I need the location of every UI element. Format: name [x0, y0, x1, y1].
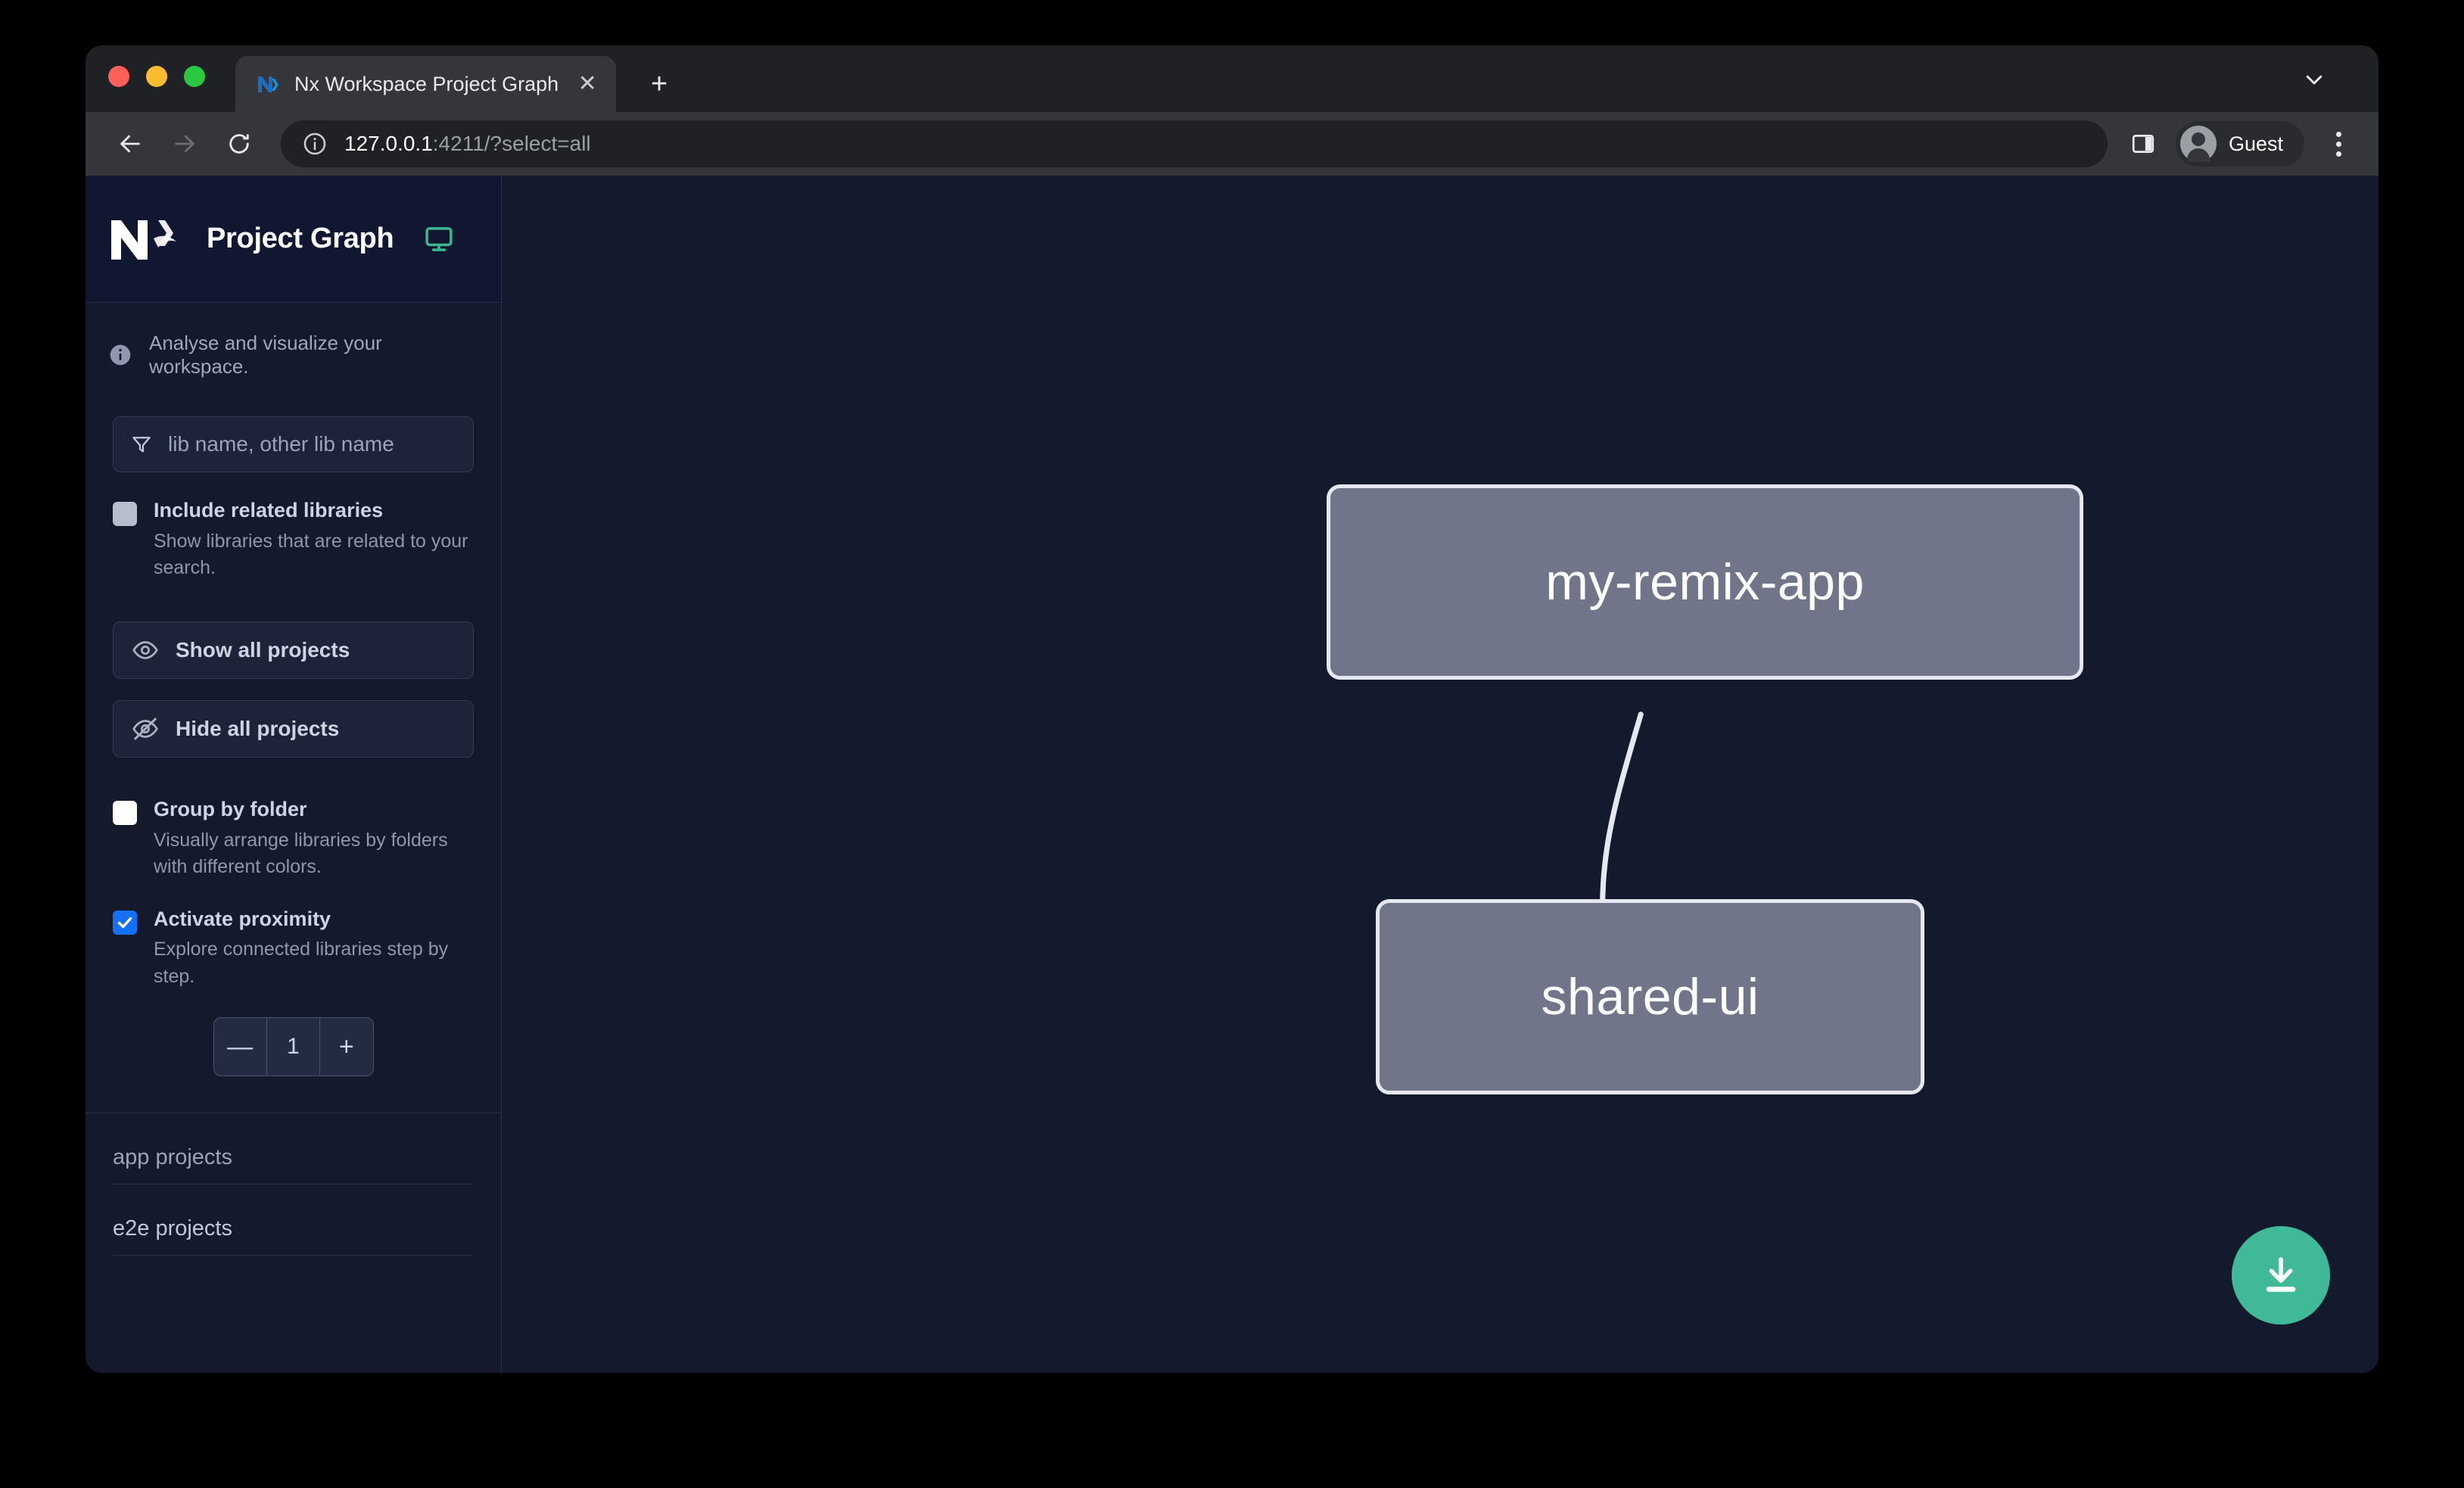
url-host: 127.0.0.1	[344, 132, 433, 155]
arrow-right-icon[interactable]	[161, 120, 208, 167]
hide-all-projects-button[interactable]: Hide all projects	[113, 699, 474, 758]
side-panel-icon[interactable]	[2130, 131, 2156, 157]
eye-icon	[132, 640, 158, 659]
search-input[interactable]	[168, 432, 456, 456]
graph-node-label: shared-ui	[1541, 968, 1759, 1026]
chevron-down-icon[interactable]	[2303, 68, 2326, 95]
nx-project-graph-app: Project Graph	[86, 176, 2378, 1373]
tab-strip: Nx Workspace Project Graph ✕ +	[86, 45, 2378, 112]
arrow-left-icon[interactable]	[107, 120, 154, 167]
show-all-projects-button[interactable]: Show all projects	[113, 621, 474, 679]
tab-title: Nx Workspace Project Graph	[294, 72, 559, 95]
url-path: :4211/?select=all	[432, 132, 591, 155]
group-by-folder-checkbox[interactable]	[113, 800, 137, 825]
option-description: Visually arrange libraries by folders wi…	[154, 829, 448, 878]
browser-window: Nx Workspace Project Graph ✕ +	[86, 45, 2378, 1373]
profile-name: Guest	[2228, 132, 2283, 155]
sidebar-content: Analyse and visualize your workspace. In…	[86, 303, 501, 1373]
graph-node-my-remix-app[interactable]: my-remix-app	[1327, 484, 2083, 680]
filter-funnel-icon	[130, 433, 153, 456]
option-activate-proximity[interactable]: Activate proximity Explore connected lib…	[86, 881, 501, 991]
address-bar[interactable]: 127.0.0.1:4211/?select=all	[281, 120, 2108, 167]
group-app-projects[interactable]: app projects	[86, 1113, 501, 1185]
download-icon	[2266, 1256, 2296, 1292]
graph-node-shared-ui[interactable]: shared-ui	[1376, 899, 1924, 1094]
show-all-projects-label: Show all projects	[176, 637, 350, 662]
info-circle-icon	[108, 343, 132, 367]
graph-node-label: my-remix-app	[1545, 553, 1865, 611]
kebab-menu-icon[interactable]	[2319, 131, 2357, 157]
graph-edges	[1582, 711, 1644, 944]
eye-slash-icon	[132, 718, 158, 740]
window-traffic-lights	[108, 45, 205, 112]
plus-icon[interactable]: +	[651, 68, 668, 100]
maximize-window-button[interactable]	[184, 66, 205, 87]
proximity-increment-button[interactable]: +	[338, 1032, 354, 1061]
proximity-stepper[interactable]: — 1 +	[213, 1017, 374, 1077]
download-button[interactable]	[2232, 1226, 2330, 1325]
include-related-libraries-checkbox[interactable]	[113, 502, 137, 526]
nx-logo-icon	[108, 216, 181, 263]
monitor-icon[interactable]	[424, 224, 454, 254]
option-label: Group by folder	[154, 797, 307, 820]
option-description: Show libraries that are related to your …	[154, 530, 468, 579]
info-circle-icon[interactable]	[302, 131, 328, 157]
address-bar-url: 127.0.0.1:4211/?select=all	[344, 132, 591, 156]
browser-toolbar: 127.0.0.1:4211/?select=all Guest	[86, 112, 2378, 176]
graph-canvas[interactable]: my-remix-app shared-ui	[502, 176, 2378, 1373]
profile-button[interactable]: Guest	[2175, 121, 2304, 167]
minimize-window-button[interactable]	[146, 66, 167, 87]
sidebar: Project Graph	[86, 176, 502, 1373]
proximity-value: 1	[266, 1018, 321, 1076]
option-label: Include related libraries	[154, 499, 384, 521]
proximity-decrement-button[interactable]: —	[227, 1032, 254, 1061]
person-avatar-icon	[2179, 126, 2217, 162]
group-app-projects-label[interactable]: app projects	[113, 1113, 474, 1185]
tagline-text: Analyse and visualize your workspace.	[149, 332, 382, 378]
page-title: Project Graph	[207, 223, 394, 254]
tagline-row: Analyse and visualize your workspace.	[86, 303, 501, 378]
group-e2e-projects-label[interactable]: e2e projects	[113, 1184, 474, 1256]
option-include-related-libraries[interactable]: Include related libraries Show libraries…	[86, 472, 501, 582]
option-description: Explore connected libraries step by step…	[154, 939, 449, 987]
close-icon[interactable]: ✕	[577, 71, 597, 96]
sidebar-header: Project Graph	[86, 176, 501, 303]
group-e2e-projects[interactable]: e2e projects	[86, 1184, 501, 1256]
option-label: Activate proximity	[154, 907, 331, 930]
hide-all-projects-label: Hide all projects	[176, 716, 340, 740]
activate-proximity-checkbox[interactable]	[113, 910, 137, 935]
browser-tab[interactable]: Nx Workspace Project Graph ✕	[235, 56, 617, 112]
close-window-button[interactable]	[108, 66, 129, 87]
check-icon	[117, 917, 132, 928]
nx-favicon-icon	[255, 71, 281, 97]
reload-icon[interactable]	[216, 120, 263, 167]
search-box[interactable]	[113, 416, 474, 472]
option-group-by-folder[interactable]: Group by folder Visually arrange librari…	[86, 758, 501, 881]
